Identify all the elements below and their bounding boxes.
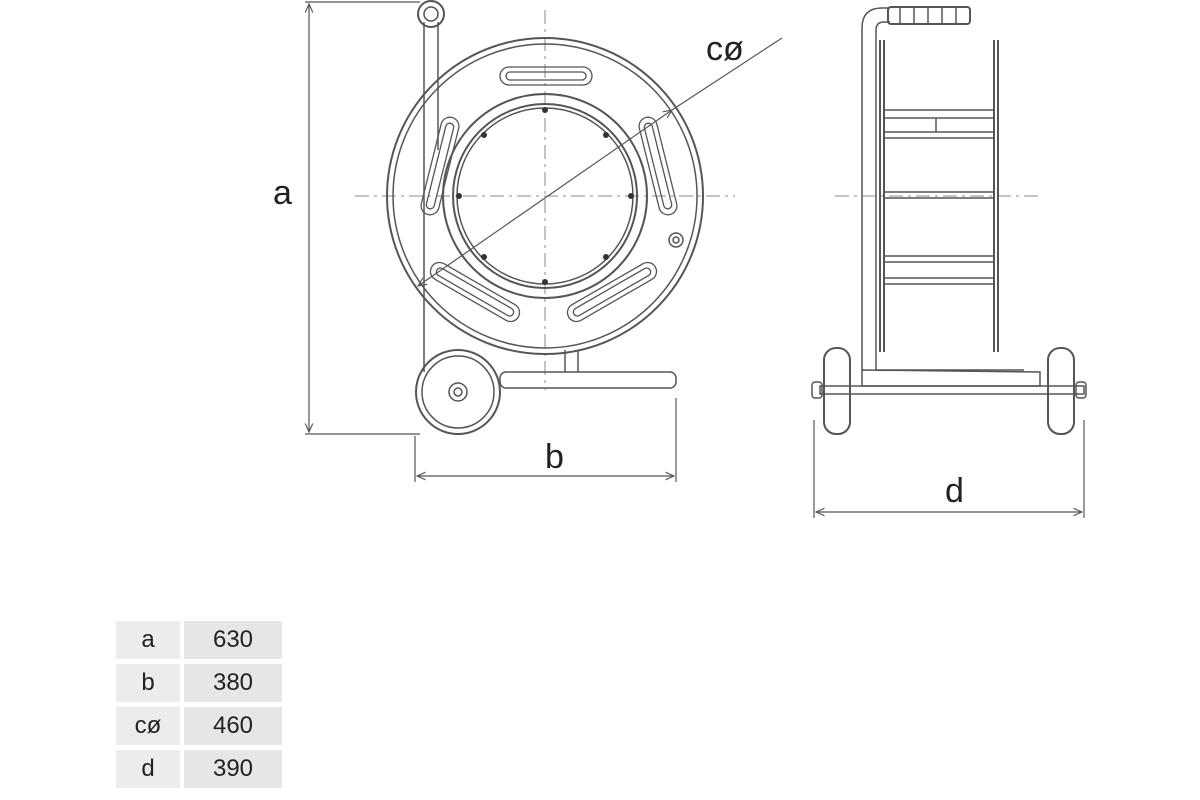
dimension-value: 380 [184,664,282,702]
dimension-key: b [116,664,180,702]
dimension-value: 630 [184,621,282,659]
dimension-key: d [116,750,180,788]
dimension-label-b: b [545,438,564,476]
front-wheel [415,349,501,435]
side-base [819,369,1085,395]
table-row: a 630 [116,621,282,659]
dimension-label-d: d [945,472,964,510]
side-drum-slats [883,109,995,285]
dimension-label-a: a [273,174,292,212]
dimension-line-d [813,420,1085,518]
table-row: d 390 [116,750,282,788]
dimension-line-c [418,37,783,286]
table-row: cø 460 [116,707,282,745]
crank-knob [668,232,684,248]
dimension-table: a 630 b 380 cø 460 d 390 [112,616,286,793]
dimension-line-a [305,1,420,435]
table-row: b 380 [116,664,282,702]
side-wheel-right [1047,347,1087,435]
front-view [305,0,783,482]
front-base-frame [499,350,677,389]
side-view [811,6,1087,518]
dimension-key: a [116,621,180,659]
side-handle-frame [861,6,971,370]
dimension-value: 390 [184,750,282,788]
dimension-line-b [414,398,677,482]
dimension-value: 460 [184,707,282,745]
dimension-label-c: cø [706,30,744,68]
side-wheel-left [811,347,851,435]
dimension-key: cø [116,707,180,745]
